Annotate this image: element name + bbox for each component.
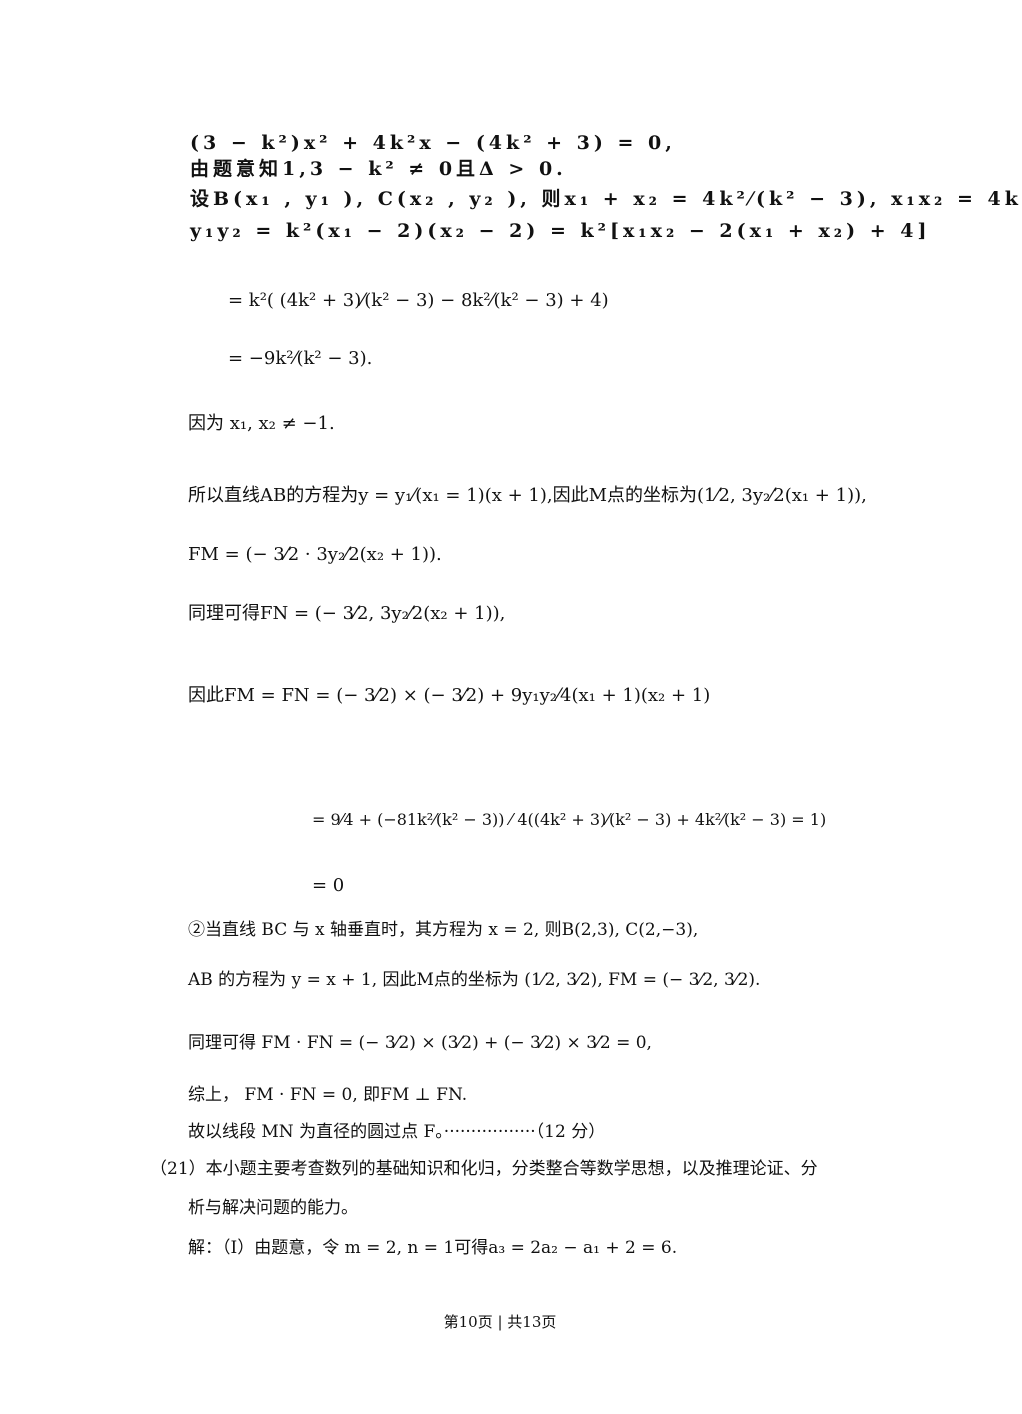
equation-line-6: = −9k²⁄(k² − 3). xyxy=(228,348,373,369)
text-line-20: 析与解决问题的能力。 xyxy=(188,1198,358,1218)
text-line-18: 故以线段 MN 为直径的圆过点 F。·················（12 分… xyxy=(188,1122,606,1142)
text-line-14: ②当直线 BC 与 x 轴垂直时，其方程为 x = 2, 则B(2,3), C(… xyxy=(188,920,699,940)
equation-line-1: (3 − k²)x² + 4k²x − (4k² + 3) = 0, xyxy=(190,132,676,154)
text-line-17: 综上， FM · FN = 0, 即FM ⊥ FN. xyxy=(188,1085,468,1105)
equation-line-2: 由题意知1,3 − k² ≠ 0且Δ > 0. xyxy=(190,158,567,180)
text-line-19: （21）本小题主要考查数列的基础知识和化归，分类整合等数学思想，以及推理论证、分 xyxy=(150,1159,818,1179)
text-line-10: 同理可得FN = (− 3⁄2, 3y₂⁄2(x₂ + 1)), xyxy=(188,603,506,624)
equation-line-9: FM = (− 3⁄2 · 3y₂⁄2(x₂ + 1)). xyxy=(188,544,442,565)
text-line-21: 解：（Ⅰ）由题意，令 m = 2, n = 1可得a₃ = 2a₂ − a₁ +… xyxy=(188,1238,678,1258)
equation-line-4: y₁y₂ = k²(x₁ − 2)(x₂ − 2) = k²[x₁x₂ − 2(… xyxy=(190,220,931,242)
text-line-11: 因此FM = FN = (− 3⁄2) × (− 3⁄2) + 9y₁y₂⁄4(… xyxy=(188,685,711,706)
equation-line-3: 设B(x₁ , y₁ ), C(x₂ , y₂ ), 则x₁ + x₂ = 4k… xyxy=(190,188,1022,210)
document-page: (3 − k²)x² + 4k²x − (4k² + 3) = 0, 由题意知1… xyxy=(150,132,1018,1332)
text-line-15: AB 的方程为 y = x + 1, 因此M点的坐标为 (1⁄2, 3⁄2), … xyxy=(188,970,761,990)
equation-line-5: = k²( (4k² + 3)⁄(k² − 3) − 8k²⁄(k² − 3) … xyxy=(228,290,609,311)
text-line-16: 同理可得 FM · FN = (− 3⁄2) × (3⁄2) + (− 3⁄2)… xyxy=(188,1033,652,1053)
equation-line-13: = 0 xyxy=(312,875,345,896)
text-line-7: 因为 x₁, x₂ ≠ −1. xyxy=(188,413,335,434)
page-footer: 第10页 | 共13页 xyxy=(443,1313,557,1331)
text-line-8: 所以直线AB的方程为y = y₁⁄(x₁ = 1)(x + 1),因此M点的坐标… xyxy=(188,485,867,506)
page-content: (3 − k²)x² + 4k²x − (4k² + 3) = 0, 由题意知1… xyxy=(150,132,1018,1258)
equation-line-12: = 9⁄4 + (−81k²⁄(k² − 3)) ⁄ 4((4k² + 3)⁄(… xyxy=(312,810,827,829)
